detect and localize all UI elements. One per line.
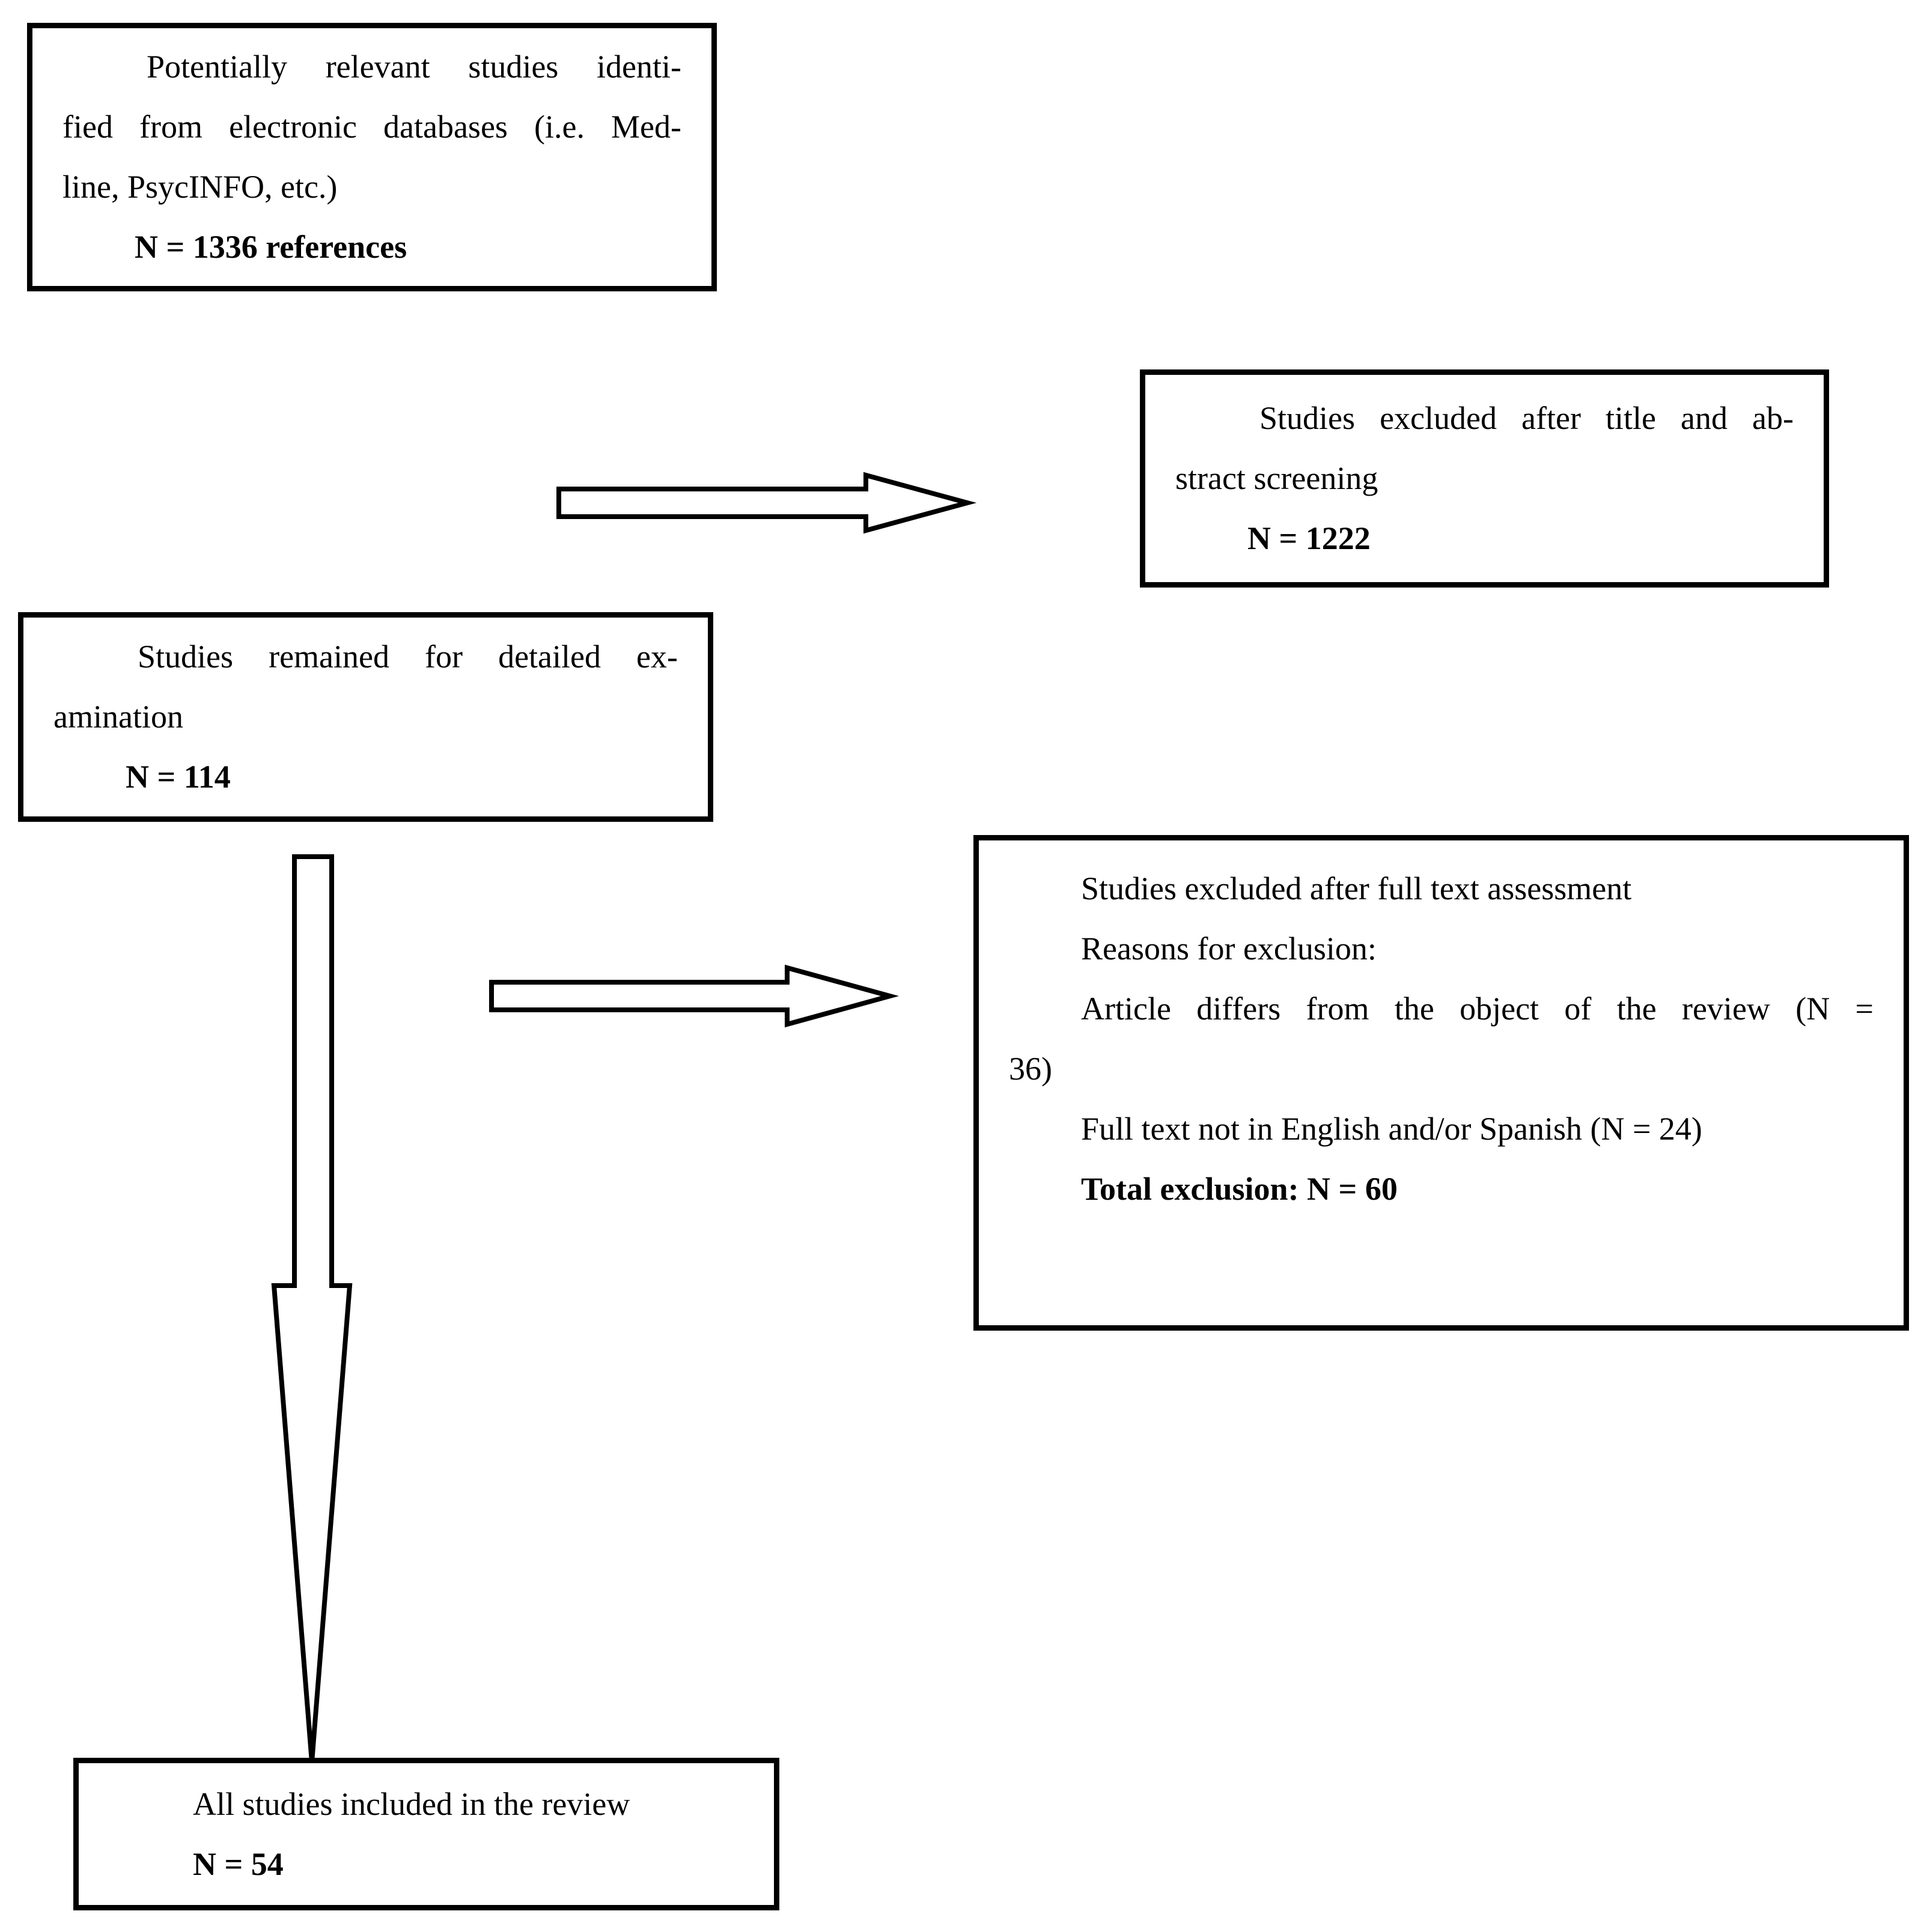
box-excluded-full-text-line-3: Article differs from the object of the r… <box>1081 991 1874 1027</box>
box-detailed-examination-line-1: Studies remained for detailed ex- <box>138 639 678 675</box>
box-excluded-full-text-total: Total exclusion: N = 60 <box>1081 1171 1398 1207</box>
box-identified-line-1: Potentially relevant studies identi- <box>147 49 681 85</box>
box-excluded-title-abstract-count: N = 1222 <box>1247 520 1371 556</box>
box-excluded-full-text-line-1: Studies excluded after full text assessm… <box>1081 870 1632 907</box>
box-identified-line-2: fied from electronic databases (i.e. Med… <box>62 109 681 145</box>
arrow-right-fulltext-icon <box>489 964 900 1028</box>
box-excluded-full-text-line-4: 36) <box>1009 1051 1052 1087</box>
box-identified-line-3: line, PsycINFO, etc.) <box>62 169 338 205</box>
box-included-count: N = 54 <box>193 1846 284 1882</box>
box-excluded-full-text: Studies excluded after full text assessm… <box>973 835 1909 1331</box>
box-excluded-title-abstract: Studies excluded after title and ab- str… <box>1140 369 1829 588</box>
box-excluded-title-abstract-line-2: stract screening <box>1175 460 1378 496</box>
box-identified: Potentially relevant studies identi- fie… <box>27 23 717 291</box>
box-included-line-1: All studies included in the review <box>193 1786 630 1822</box>
arrow-right-screening-icon <box>556 472 977 534</box>
box-excluded-full-text-line-2: Reasons for exclusion: <box>1081 931 1377 967</box>
box-detailed-examination: Studies remained for detailed ex- aminat… <box>18 612 713 822</box>
arrow-down-included-icon <box>271 854 353 1763</box>
box-identified-count: N = 1336 references <box>135 229 407 265</box>
box-detailed-examination-line-2: amination <box>53 699 183 735</box>
box-detailed-examination-count: N = 114 <box>126 759 231 795</box>
box-included: All studies included in the review N = 5… <box>73 1758 779 1910</box>
box-excluded-title-abstract-line-1: Studies excluded after title and ab- <box>1259 400 1794 436</box>
box-excluded-full-text-line-5: Full text not in English and/or Spanish … <box>1081 1111 1702 1147</box>
